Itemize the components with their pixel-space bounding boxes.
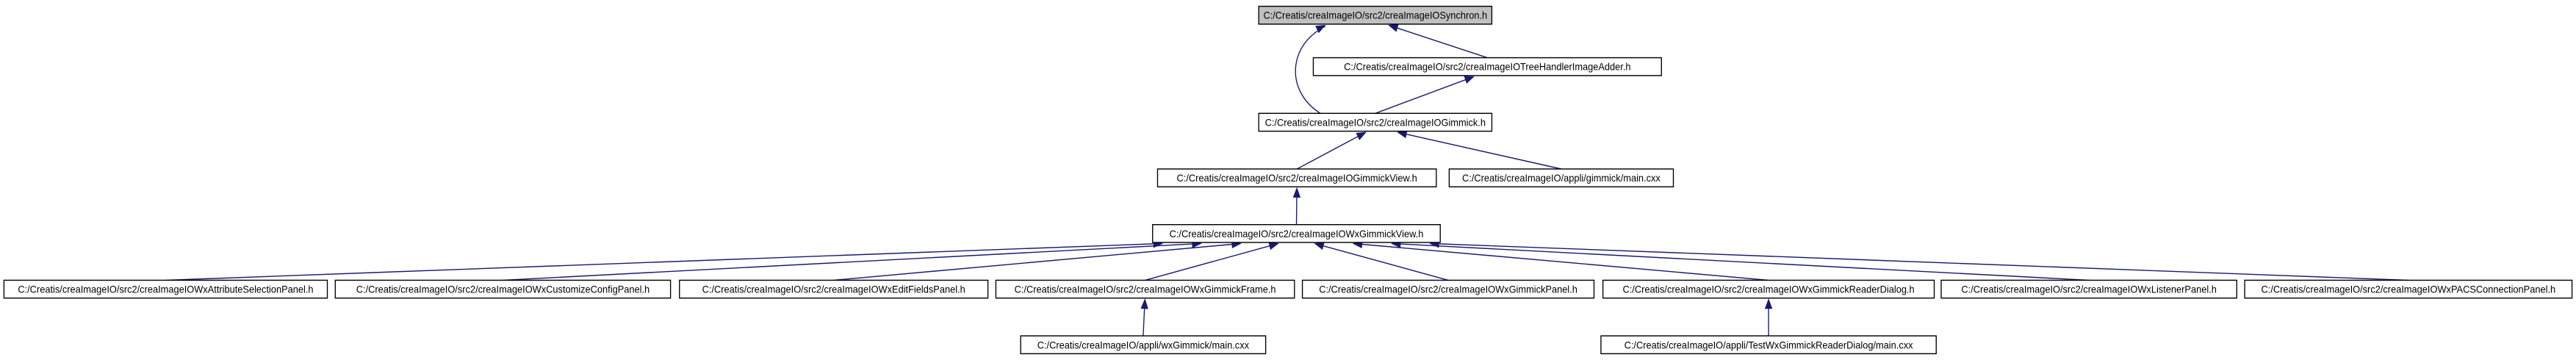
edge-frame-to-wxgimmickview-arrowhead [1268,242,1279,251]
graph-edges [165,24,2408,336]
node-attrsel-box [3,279,328,299]
node-listener-label: C:/Creatis/creaImageIO/src2/creaImageIOW… [1961,284,2216,295]
edge-wxgimmickmain-to-frame [1140,298,1148,336]
node-wxgimmickmain[interactable]: C:/Creatis/creaImageIO/appli/wxGimmick/m… [1020,335,1267,355]
edge-gimmick-to-treehandler-arrowhead [1464,76,1475,84]
edge-gimmickmain-to-gimmick [1397,130,1562,170]
node-synchron[interactable]: C:/Creatis/creaImageIO/src2/creaImageIOS… [1258,5,1493,25]
node-synchron-box [1258,5,1493,25]
node-readerdialog-box [1602,279,1935,299]
node-attrsel[interactable]: C:/Creatis/creaImageIO/src2/creaImageIOW… [3,279,328,299]
node-listener-box [1940,279,2237,299]
node-readerdialog[interactable]: C:/Creatis/creaImageIO/src2/creaImageIOW… [1602,279,1935,299]
edge-listener-to-wxgimmickview-line [1400,243,2090,281]
node-testreadermain-label: C:/Creatis/creaImageIO/appli/TestWxGimmi… [1625,339,1913,350]
edge-frame-to-wxgimmickview [1145,242,1279,281]
edge-wxgimmickview-to-gimmickview [1292,187,1301,225]
node-treehandler-label: C:/Creatis/creaImageIO/src2/creaImageIOT… [1344,61,1630,72]
node-customize-box [334,279,672,299]
edge-testreadermain-to-readerdialog-arrowhead [1764,298,1773,309]
node-panel-label: C:/Creatis/creaImageIO/src2/creaImageIOW… [1319,284,1577,295]
node-gimmickmain[interactable]: C:/Creatis/creaImageIO/appli/gimmick/mai… [1448,168,1674,187]
edge-panel-to-wxgimmickview-line [1323,245,1449,281]
node-wxgimmickview[interactable]: C:/Creatis/creaImageIO/src2/creaImageIOW… [1152,223,1441,243]
node-frame[interactable]: C:/Creatis/creaImageIO/src2/creaImageIOW… [995,279,1295,299]
node-customize-label: C:/Creatis/creaImageIO/src2/creaImageIOW… [356,284,650,295]
node-pacs[interactable]: C:/Creatis/creaImageIO/src2/creaImageIOW… [2244,279,2573,299]
node-pacs-box [2244,279,2573,299]
node-editfields-label: C:/Creatis/creaImageIO/src2/creaImageIOW… [702,284,965,295]
node-editfields[interactable]: C:/Creatis/creaImageIO/src2/creaImageIOW… [679,279,989,299]
edge-treehandler-to-synchron-line [1397,27,1488,59]
edge-attrsel-to-wxgimmickview-line [165,243,1154,281]
node-testreadermain[interactable]: C:/Creatis/creaImageIO/appli/TestWxGimmi… [1600,335,1937,355]
edge-gimmick-to-treehandler [1375,76,1475,114]
edge-gimmick-to-synchron [1295,24,1326,114]
edge-gimmick-to-synchron-arrowhead [1315,24,1326,34]
edge-panel-to-wxgimmickview-arrowhead [1314,242,1325,251]
edge-wxgimmickmain-to-frame-arrowhead [1140,298,1148,309]
edge-gimmickmain-to-gimmick-line [1406,133,1562,170]
edge-editfields-to-wxgimmickview [833,240,1242,281]
node-frame-label: C:/Creatis/creaImageIO/src2/creaImageIOW… [1015,284,1276,295]
node-testreadermain-box [1600,335,1937,355]
edge-gimmickview-to-gimmick-arrowhead [1356,132,1367,140]
edge-gimmickview-to-gimmick-line [1296,136,1359,170]
edge-wxgimmickview-to-gimmickview-arrowhead [1292,187,1301,198]
node-wxgimmickmain-label: C:/Creatis/creaImageIO/appli/wxGimmick/m… [1037,339,1250,350]
node-attrsel-label: C:/Creatis/creaImageIO/src2/creaImageIOW… [18,284,313,295]
node-treehandler-box [1312,57,1662,76]
edge-testreadermain-to-readerdialog [1764,298,1773,336]
edge-readerdialog-to-wxgimmickview-line [1361,243,1769,281]
node-wxgimmickmain-box [1020,335,1267,355]
node-gimmickmain-label: C:/Creatis/creaImageIO/appli/gimmick/mai… [1462,173,1661,184]
node-listener[interactable]: C:/Creatis/creaImageIO/src2/creaImageIOW… [1940,279,2237,299]
node-pacs-label: C:/Creatis/creaImageIO/src2/creaImageIOW… [2262,284,2556,295]
edge-treehandler-to-synchron [1388,24,1488,59]
node-customize[interactable]: C:/Creatis/creaImageIO/src2/creaImageIOW… [334,279,672,299]
edge-gimmick-to-treehandler-line [1375,79,1466,114]
node-panel[interactable]: C:/Creatis/creaImageIO/src2/creaImageIOW… [1301,279,1595,299]
node-gimmickview[interactable]: C:/Creatis/creaImageIO/src2/creaImageIOG… [1156,168,1437,187]
edge-gimmickview-to-gimmick [1296,132,1367,170]
edge-frame-to-wxgimmickview-line [1145,245,1270,281]
edge-gimmick-to-synchron-line [1295,26,1325,114]
node-wxgimmickview-box [1152,223,1441,243]
node-frame-box [995,279,1295,299]
edge-customize-to-wxgimmickview-line [503,243,1192,281]
node-gimmick-box [1258,112,1493,132]
edge-attrsel-to-wxgimmickview [165,240,1164,281]
node-treehandler[interactable]: C:/Creatis/creaImageIO/src2/creaImageIOT… [1312,57,1662,76]
edge-wxgimmickmain-to-frame-line [1143,308,1145,336]
edge-pacs-to-wxgimmickview-line [1439,243,2408,281]
node-gimmickview-label: C:/Creatis/creaImageIO/src2/creaImageIOG… [1177,173,1417,184]
edge-pacs-to-wxgimmickview [1429,240,2408,281]
node-gimmickmain-box [1448,168,1674,187]
node-panel-box [1301,279,1595,299]
node-readerdialog-label: C:/Creatis/creaImageIO/src2/creaImageIOW… [1622,284,1914,295]
node-editfields-box [679,279,989,299]
node-wxgimmickview-label: C:/Creatis/creaImageIO/src2/creaImageIOW… [1170,228,1424,240]
node-gimmick[interactable]: C:/Creatis/creaImageIO/src2/creaImageIOG… [1258,112,1493,132]
graph-nodes: C:/Creatis/creaImageIO/src2/creaImageIOS… [3,5,2573,355]
edge-treehandler-to-synchron-arrowhead [1388,24,1399,32]
edge-panel-to-wxgimmickview [1314,242,1449,281]
node-gimmickview-box [1156,168,1437,187]
edge-editfields-to-wxgimmickview-line [833,243,1232,281]
node-gimmick-label: C:/Creatis/creaImageIO/src2/creaImageIOG… [1265,117,1486,128]
node-synchron-label: C:/Creatis/creaImageIO/src2/creaImageIOS… [1263,10,1487,21]
